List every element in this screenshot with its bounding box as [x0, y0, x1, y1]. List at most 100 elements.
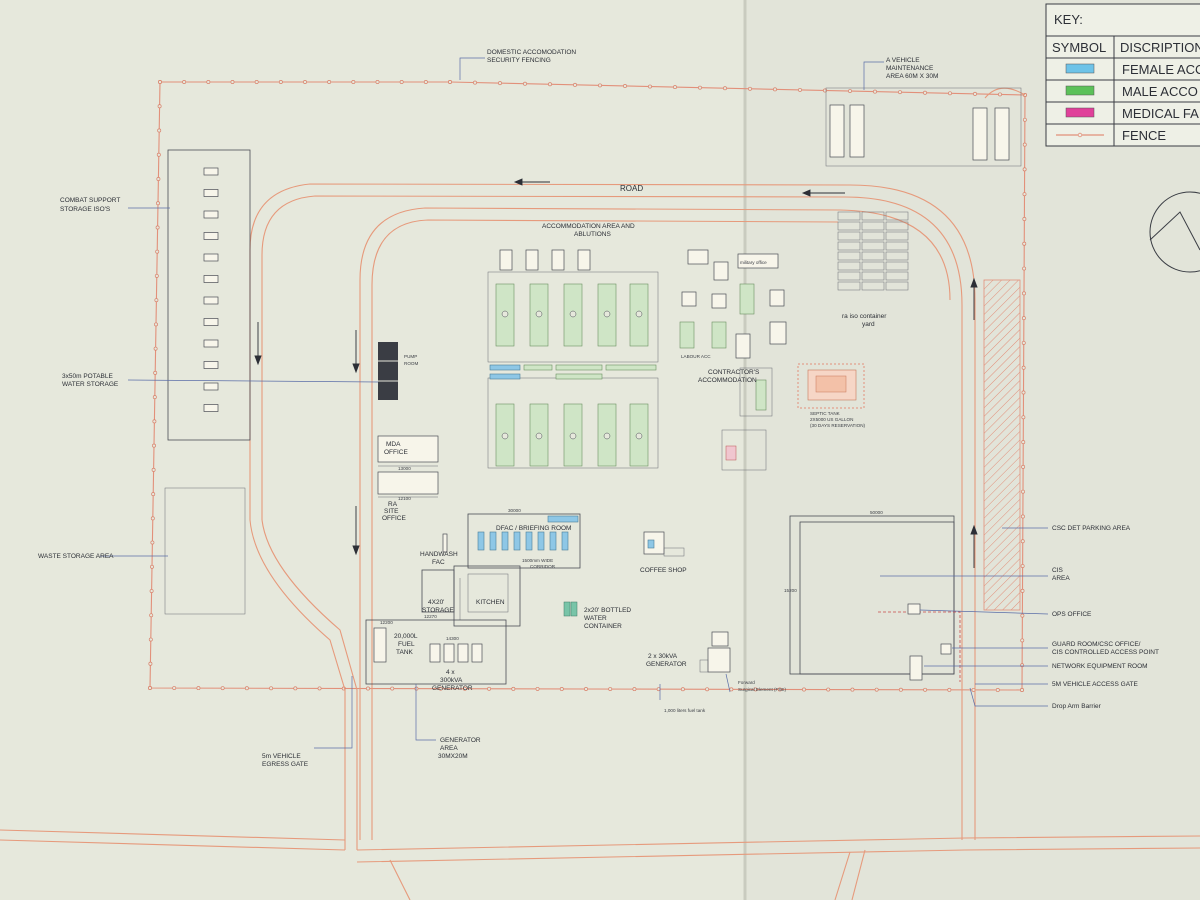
fence-post	[172, 686, 177, 691]
mda-label-1: MDA	[386, 441, 401, 448]
pump-label-1: PUMP	[404, 354, 417, 359]
road-label: ROAD	[620, 184, 643, 193]
fence-post	[438, 686, 443, 691]
fence-post	[995, 687, 1000, 692]
fence-post	[303, 80, 307, 84]
iso-container	[203, 167, 219, 176]
iso-container	[203, 361, 219, 369]
dim-12270: 12270	[424, 614, 437, 619]
fence-post	[998, 92, 1002, 97]
yard-container	[837, 241, 861, 251]
fence-post	[448, 80, 452, 84]
yard-container	[837, 211, 861, 221]
fence-post	[220, 686, 225, 691]
pump-label-2: ROOM	[404, 361, 418, 366]
key-row-label: MALE ACCO	[1122, 84, 1198, 99]
network-room-label: NETWORK EQUIPMENT ROOM	[1052, 663, 1148, 670]
combat-support-storage	[167, 149, 251, 441]
yard-container	[861, 211, 885, 221]
fence-post	[154, 322, 158, 327]
yard-container	[861, 241, 885, 251]
block-marker	[535, 432, 543, 440]
fence-post	[873, 89, 877, 94]
fence-post	[327, 80, 332, 84]
fence-post	[152, 419, 157, 424]
egress-label-1: 5m VEHICLE	[262, 753, 301, 760]
fence-post	[157, 128, 162, 133]
yard-container	[885, 261, 909, 271]
ablution-unit	[525, 249, 539, 271]
block-marker	[569, 310, 577, 318]
military-office-label: military office	[740, 260, 767, 265]
yard-container	[837, 221, 861, 231]
fence-post	[1022, 241, 1027, 246]
key-col-symbol: SYMBOL	[1052, 40, 1106, 55]
handwash-label-1: HANDWASH	[420, 551, 458, 558]
fence-post	[680, 687, 685, 692]
key-row-label: FENCE	[1122, 128, 1166, 143]
yard-container	[885, 241, 909, 251]
shower-strip	[489, 373, 521, 380]
cis-label-2: AREA	[1052, 575, 1070, 582]
fence-post	[149, 589, 154, 593]
ablution-unit	[551, 249, 565, 271]
iso-container	[203, 275, 219, 283]
ops-office-label: OPS OFFICE	[1052, 611, 1092, 618]
dfac-label: DFAC / BRIEFING ROOM	[496, 525, 571, 532]
drop-arm-label: Drop Arm Barrier	[1052, 703, 1102, 710]
labour-acc-label: LABOUR ACC	[681, 354, 711, 359]
leader-lines	[100, 57, 1049, 749]
yard-container	[885, 271, 909, 281]
ablution-unit	[577, 249, 591, 271]
dim-30000: 30000	[508, 508, 521, 513]
vehicle-maint-label-1: A VEHICLE	[886, 57, 920, 64]
fence-post	[498, 81, 502, 86]
fence-post	[1020, 514, 1025, 519]
contractors-label-1: CONTRACTOR'S	[708, 369, 760, 376]
fence-post	[898, 687, 903, 692]
block-marker	[501, 432, 509, 440]
yard-container	[837, 281, 861, 291]
fence-post	[1021, 316, 1026, 321]
forward-surgical-element	[699, 631, 731, 673]
fence-post	[154, 273, 159, 278]
fence-post	[293, 686, 298, 691]
kitchen-block	[421, 565, 521, 627]
contractors-label-2: ACCOMMODATION	[698, 377, 757, 384]
gen-area-label-1: GENERATOR	[440, 737, 481, 744]
yard-container	[861, 261, 885, 271]
ra-label-3: OFFICE	[382, 515, 406, 522]
fence-post	[151, 492, 156, 497]
fence-post	[157, 104, 162, 109]
fence-post	[182, 80, 187, 84]
fence-post	[152, 443, 156, 448]
block-marker	[635, 310, 643, 318]
fence-post	[156, 201, 160, 206]
dim-12200: 12200	[380, 620, 393, 625]
iso-yard-label-2: yard	[862, 321, 875, 328]
north-arrow-icon	[1149, 191, 1200, 273]
handwash-unit	[442, 533, 448, 553]
waste-storage-label: WASTE STORAGE AREA	[38, 553, 114, 560]
fence-post	[584, 687, 588, 691]
gen2-label-1: 2 x 30kVA	[648, 653, 678, 660]
coffee-shop	[643, 531, 685, 557]
fse-label-1: Forward	[738, 680, 755, 685]
ra-label-2: SITE	[384, 508, 399, 515]
fence-post	[729, 687, 734, 692]
gen4-label-2: 300kVA	[440, 677, 463, 684]
fuel-label-1: 20,000L	[394, 633, 418, 640]
block-marker	[501, 310, 509, 318]
iso-container	[203, 318, 219, 326]
fence-post	[148, 661, 153, 666]
domestic-fencing-label-1: DOMESTIC ACCOMODATION	[487, 49, 576, 56]
fence-post	[1022, 142, 1027, 147]
fuel-label-2: FUEL	[398, 641, 415, 648]
fence-post	[1021, 365, 1026, 370]
fence-post	[153, 346, 158, 351]
paper-right-page	[745, 0, 1200, 900]
toilet-strip	[605, 364, 657, 371]
fence-post	[351, 80, 356, 84]
fence-post	[375, 80, 380, 84]
